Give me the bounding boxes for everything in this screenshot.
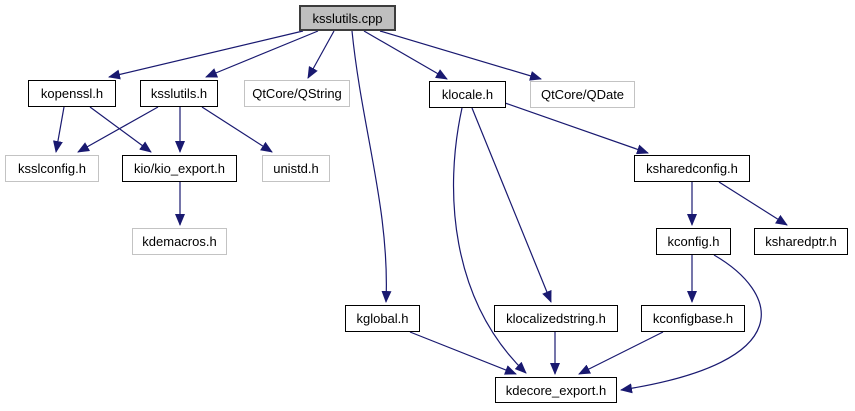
edge-ksslutils-cpp-to-qtcore-qstring [307,30,335,79]
node-label: kdemacros.h [142,234,217,249]
edge-kopenssl-h-to-ksslconfig-h [53,106,65,153]
node-kopenssl-h[interactable]: kopenssl.h [28,80,116,107]
node-label: ksslutils.h [150,86,208,101]
edge-ksslutils-cpp-to-kopenssl-h [108,30,304,80]
node-label: kconfigbase.h [652,311,734,326]
edge-ksharedconfig-h-to-ksharedptr-h [718,181,788,226]
node-label: kio/kio_export.h [133,161,226,176]
node-kconfigbase-h[interactable]: kconfigbase.h [641,305,745,332]
edge-ksslutils-cpp-to-qtcore-qdate [379,30,542,81]
edge-ksslutils-h-to-unistd-h [201,106,273,153]
node-unistd-h: unistd.h [262,155,330,182]
node-label: ksharedptr.h [765,234,837,249]
edge-klocale-h-to-klocalizedstring-h [471,107,552,303]
edge-kopenssl-h-to-kio-kio-export-h [89,106,152,153]
node-label: kconfig.h [667,234,720,249]
node-label: unistd.h [273,161,319,176]
edge-klocale-h-to-kdecore-export-h [452,107,527,374]
node-kglobal-h[interactable]: kglobal.h [345,305,420,332]
node-label: kdecore_export.h [505,382,607,398]
node-label: ksharedconfig.h [646,161,738,176]
node-ksslutils-cpp: ksslutils.cpp [299,5,396,31]
node-kconfig-h[interactable]: kconfig.h [656,228,731,255]
node-kdemacros-h: kdemacros.h [132,228,227,255]
node-label: ksslutils.cpp [312,10,383,26]
node-kdecore-export-h[interactable]: kdecore_export.h [495,377,617,403]
node-label: klocalizedstring.h [506,311,606,326]
node-label: kglobal.h [356,311,409,326]
edge-ksslutils-cpp-to-ksslutils-h [205,30,319,78]
node-kio-kio-export-h[interactable]: kio/kio_export.h [122,155,237,182]
edge-ksslutils-cpp-to-klocale-h [363,30,448,80]
edge-kglobal-h-to-kdecore-export-h [409,331,517,375]
node-label: QtCore/QDate [540,87,625,102]
node-ksharedptr-h[interactable]: ksharedptr.h [754,228,848,255]
edge-klocale-h-to-ksharedconfig-h [504,102,649,155]
edge-ksslutils-cpp-to-kglobal-h [351,30,392,303]
node-ksharedconfig-h[interactable]: ksharedconfig.h [634,155,750,182]
node-klocalizedstring-h[interactable]: klocalizedstring.h [494,305,618,332]
node-label: kopenssl.h [40,86,104,101]
edge-kconfigbase-h-to-kdecore-export-h [578,331,664,375]
node-label: ksslconfig.h [18,161,86,176]
node-qtcore-qstring: QtCore/QString [244,80,350,107]
node-label: klocale.h [441,87,494,102]
node-ksslconfig-h: ksslconfig.h [5,155,99,182]
node-label: QtCore/QString [252,86,342,101]
node-klocale-h[interactable]: klocale.h [429,81,506,108]
node-qtcore-qdate: QtCore/QDate [530,81,635,108]
edge-ksslutils-h-to-ksslconfig-h [77,106,159,153]
node-ksslutils-h[interactable]: ksslutils.h [140,80,218,107]
